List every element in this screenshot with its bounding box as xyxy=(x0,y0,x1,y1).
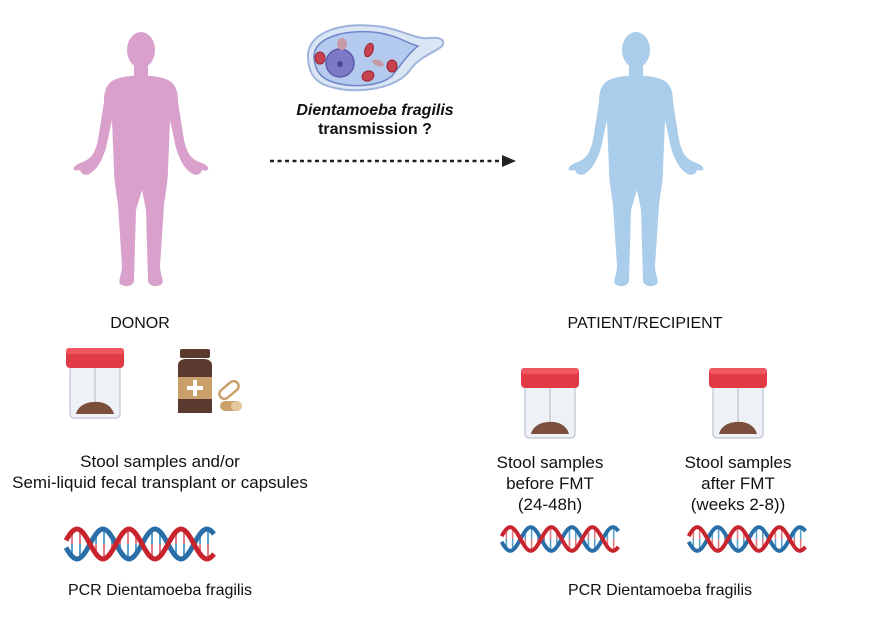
donor-silhouette-icon xyxy=(66,30,216,292)
recipient-before-jar-icon xyxy=(519,364,581,442)
donor-samples-line2: Semi-liquid fecal transplant or capsules xyxy=(12,473,308,492)
recipient-title: PATIENT/RECIPIENT xyxy=(567,315,723,332)
before-line3: (24-48h) xyxy=(517,495,583,514)
donor-samples-line1: Stool samples and/or xyxy=(80,452,240,471)
before-line2: before FMT xyxy=(506,474,594,493)
after-line3: (weeks 2-8)) xyxy=(690,495,786,514)
transmission-label: transmission ? xyxy=(318,121,432,138)
transmission-arrow xyxy=(268,154,518,168)
donor-stool-jar-icon xyxy=(64,344,126,422)
capsule-bottle-icon xyxy=(174,347,246,417)
recipient-silhouette-icon xyxy=(561,30,711,292)
donor-dna-icon xyxy=(64,524,216,564)
dna-strand-red xyxy=(500,525,620,553)
donor-pcr-label: PCR Dientamoeba fragilis xyxy=(67,582,253,599)
before-dna-icon xyxy=(500,521,620,557)
recipient-pcr-label: PCR Dientamoeba fragilis xyxy=(567,582,753,599)
donor-title: DONOR xyxy=(110,315,170,332)
dientamoeba-parasite-icon xyxy=(300,18,450,98)
dna-strand-red xyxy=(64,526,216,562)
before-line1: Stool samples xyxy=(496,453,604,472)
recipient-after-jar-icon xyxy=(707,364,769,442)
after-dna-icon xyxy=(687,521,807,557)
after-line2: after FMT xyxy=(701,474,775,493)
after-line1: Stool samples xyxy=(684,453,792,472)
organism-name: Dientamoeba fragilis xyxy=(296,102,454,119)
dna-strand-red xyxy=(687,525,807,553)
